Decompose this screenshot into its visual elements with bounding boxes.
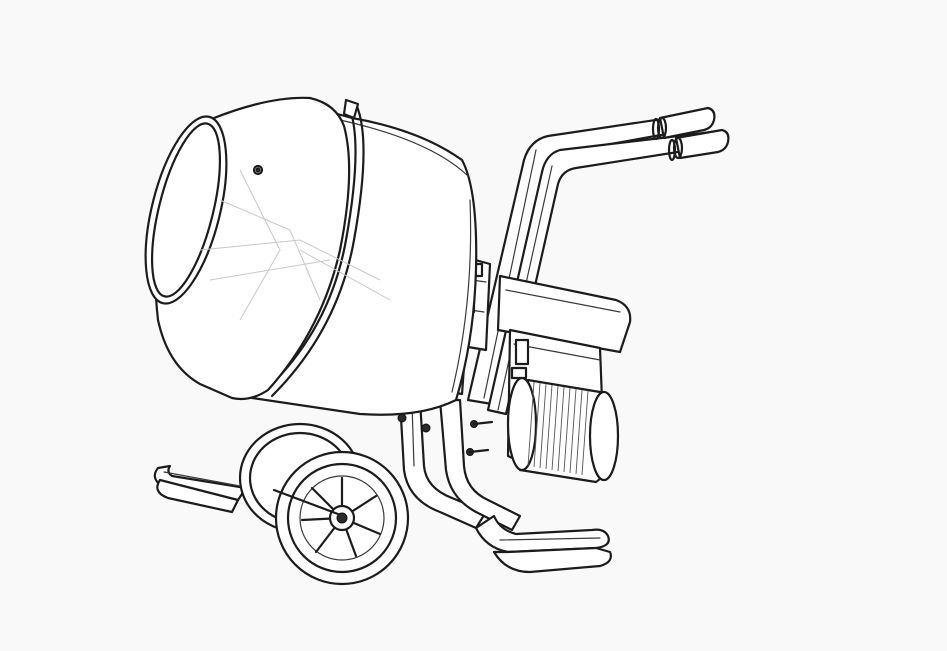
electric-motor xyxy=(506,376,620,484)
rear-foot-left xyxy=(153,464,248,514)
mixer-drum-cone xyxy=(144,96,391,401)
front-foot xyxy=(474,514,612,574)
frame-tubes xyxy=(398,106,730,532)
front-wheel xyxy=(272,450,410,586)
